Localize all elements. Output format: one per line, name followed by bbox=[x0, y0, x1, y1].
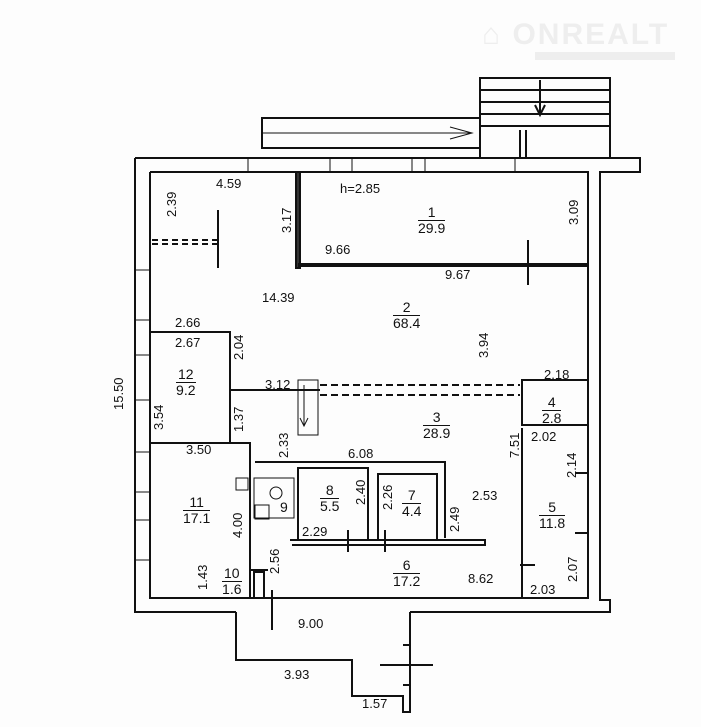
room-area: 2.8 bbox=[542, 410, 562, 426]
room-number: 2 bbox=[393, 300, 421, 316]
dimension: 9.66 bbox=[325, 242, 351, 257]
dimension: 2.33 bbox=[276, 432, 291, 458]
room-area: 29.9 bbox=[418, 220, 446, 236]
dimension: 2.07 bbox=[565, 556, 580, 582]
dimension: 4.00 bbox=[230, 512, 245, 538]
room-number: 9 bbox=[280, 499, 288, 515]
room-number: 11 bbox=[183, 495, 211, 511]
dimension: 2.49 bbox=[447, 506, 462, 532]
room-number: 7 bbox=[402, 488, 422, 504]
dimension: 2.56 bbox=[267, 548, 282, 574]
dimension: 14.39 bbox=[262, 290, 295, 305]
room-area: 5.5 bbox=[320, 498, 340, 514]
dimension: 2.53 bbox=[472, 488, 498, 503]
room-number: 10 bbox=[222, 565, 242, 582]
dimension: 3.54 bbox=[151, 404, 166, 430]
dimension: 1.57 bbox=[362, 696, 388, 711]
dimension: 1.43 bbox=[195, 564, 210, 590]
dimension: 2.03 bbox=[530, 582, 556, 597]
dimension: 1.37 bbox=[231, 406, 246, 432]
dimension: 6.08 bbox=[348, 446, 374, 461]
room-area: 17.2 bbox=[393, 573, 421, 589]
dimension: 3.12 bbox=[265, 377, 291, 392]
room-number: 1 bbox=[418, 205, 446, 221]
dimension: 3.93 bbox=[284, 667, 310, 682]
room-area: 1.6 bbox=[222, 581, 242, 597]
room-area: 28.9 bbox=[423, 425, 451, 441]
dimension: 3.17 bbox=[279, 207, 294, 233]
dimension: 9.00 bbox=[298, 616, 324, 631]
dimension: 4.59 bbox=[216, 176, 242, 191]
room-area: 4.4 bbox=[402, 503, 422, 519]
room-number: 5 bbox=[539, 500, 566, 516]
dimension: 2.02 bbox=[531, 429, 557, 444]
room-area: 9.2 bbox=[176, 382, 196, 398]
watermark-logo: ⌂ ONREALT bbox=[482, 18, 670, 51]
watermark-subtitle bbox=[535, 52, 675, 60]
room-number: 12 bbox=[176, 366, 196, 383]
dimension: 2.66 bbox=[175, 315, 201, 330]
dimension: 7.51 bbox=[507, 432, 522, 458]
room-area: 17.1 bbox=[183, 510, 211, 526]
dimension: 2.29 bbox=[302, 524, 328, 539]
room-number: 8 bbox=[320, 483, 340, 499]
dimension: 15.50 bbox=[111, 377, 126, 410]
dimension: 2.40 bbox=[353, 479, 368, 505]
ceiling-height-label: h=2.85 bbox=[340, 181, 381, 196]
interior-walls bbox=[150, 171, 589, 630]
room-number: 4 bbox=[542, 395, 562, 411]
dimension: 3.50 bbox=[186, 442, 212, 457]
room-area: 11.8 bbox=[539, 515, 566, 531]
dimension: 8.62 bbox=[468, 571, 494, 586]
vestibule-walls bbox=[235, 612, 433, 713]
dimension: 2.14 bbox=[564, 452, 579, 478]
dimension: 9.67 bbox=[445, 267, 471, 282]
dimension: 2.18 bbox=[544, 367, 570, 382]
dimension: 2.04 bbox=[231, 334, 246, 360]
dimension: 3.94 bbox=[476, 332, 491, 358]
room-number: 6 bbox=[393, 558, 421, 574]
entrance-stairs bbox=[261, 77, 611, 159]
dimension: 2.39 bbox=[164, 191, 179, 217]
dimension: 2.26 bbox=[380, 484, 395, 510]
dimension: 2.67 bbox=[175, 335, 201, 350]
room-9: 9 bbox=[280, 500, 288, 515]
room-number: 3 bbox=[423, 410, 451, 426]
room-area: 68.4 bbox=[393, 315, 421, 331]
dimension: 3.09 bbox=[566, 199, 581, 225]
